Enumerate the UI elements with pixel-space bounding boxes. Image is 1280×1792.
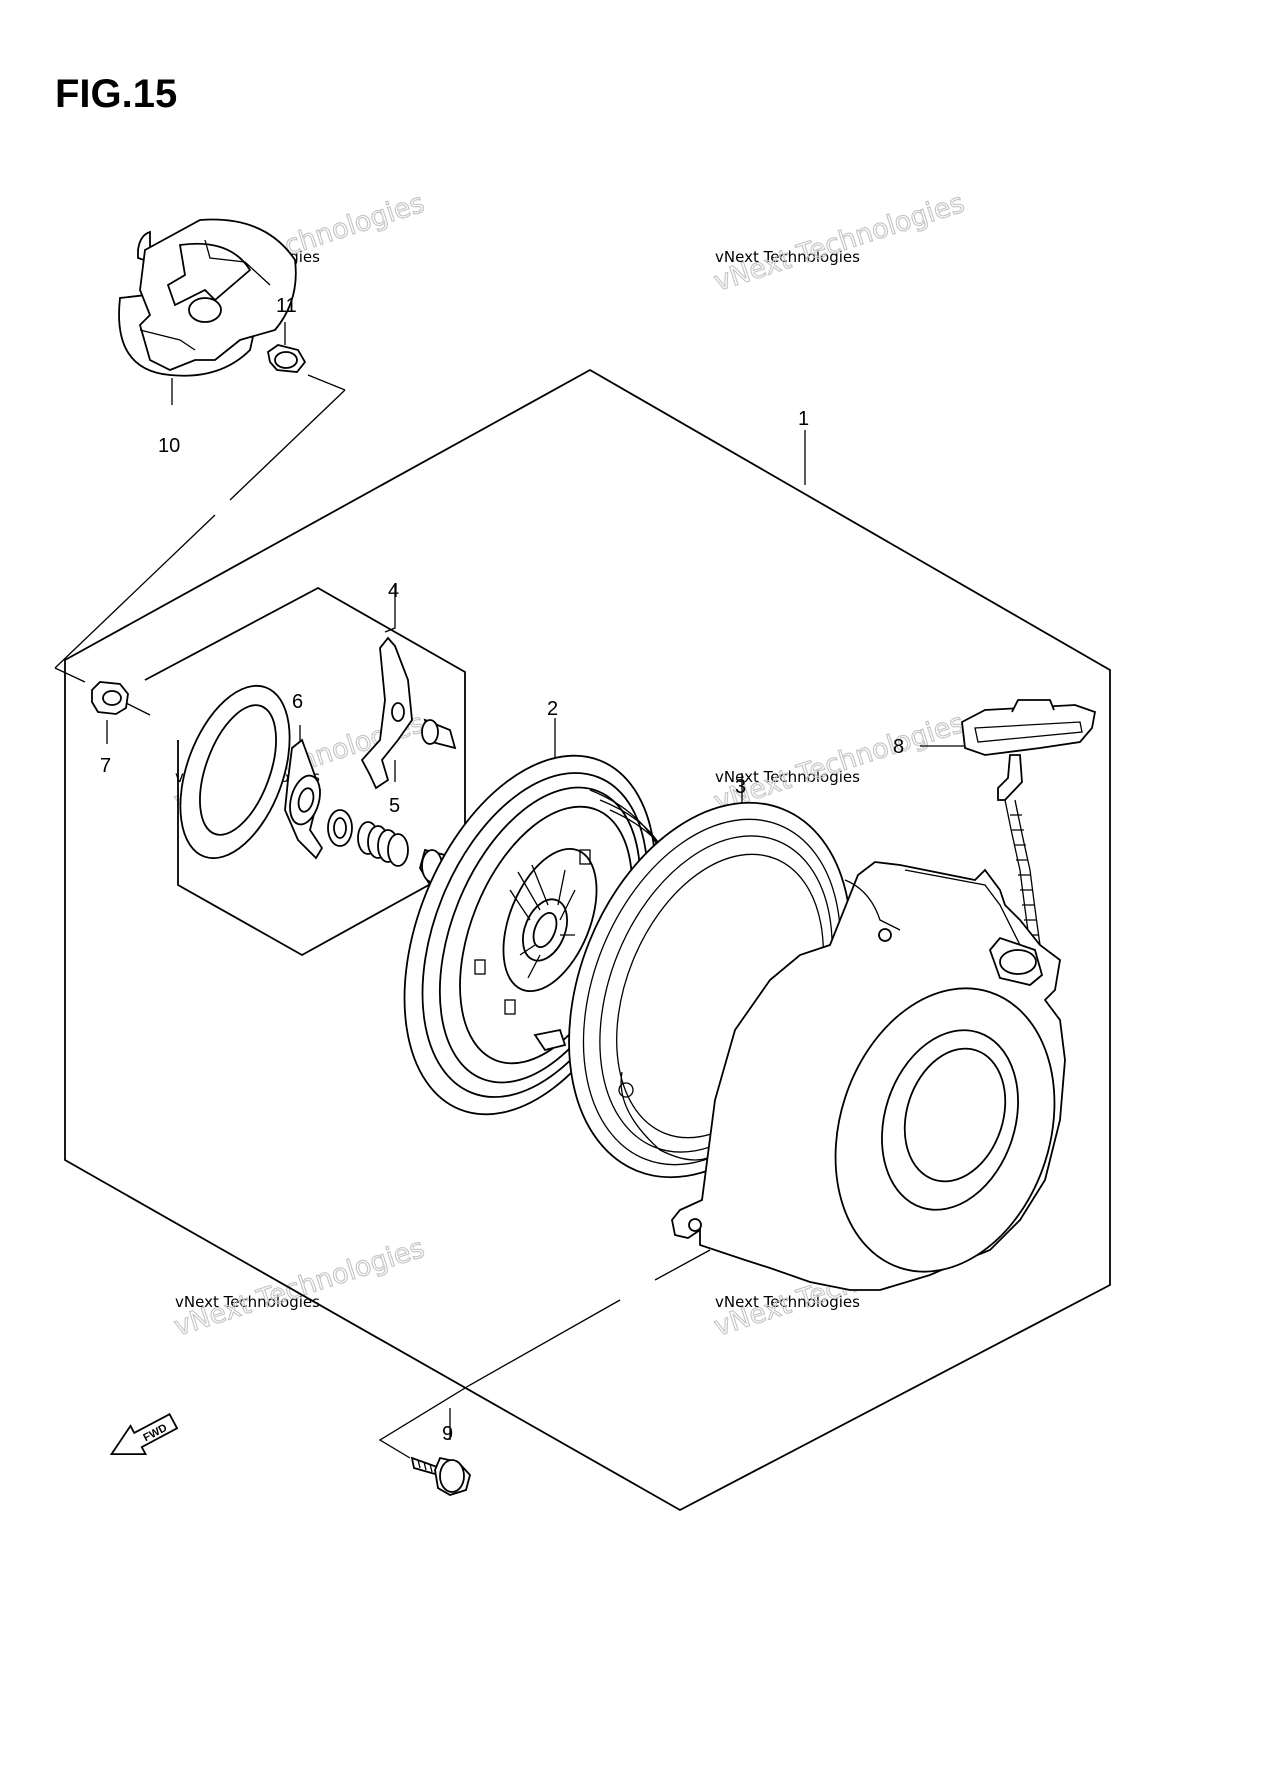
part-starter-housing [671, 861, 1066, 1291]
part-ratchet [284, 738, 324, 860]
callout-9: 9 [442, 1423, 453, 1445]
fwd-arrow-label: FWD [141, 1422, 169, 1444]
assembly-outline-box [64, 368, 1111, 1512]
callout-labels: 1 2 3 4 5 6 7 8 9 10 11 [100, 295, 904, 1445]
part-bolt [410, 1456, 471, 1496]
part-starter-handle [961, 699, 1097, 946]
watermark: vNext Technologies vNext Technologies [710, 187, 969, 298]
watermark: vNext Technologies vNext Technologies [710, 707, 969, 818]
part-washer [179, 684, 291, 860]
callout-1: 1 [798, 408, 809, 430]
part-ratchet-guide [360, 636, 413, 790]
watermark-line2: vNext Technologies [710, 188, 968, 298]
watermark-line1: vNext Technologies [715, 1293, 860, 1311]
callout-7: 7 [100, 755, 111, 777]
watermark-line2: vNext Technologies [170, 1233, 428, 1343]
callout-3: 3 [735, 776, 746, 798]
fwd-direction-arrow: FWD [109, 1412, 179, 1456]
watermark: vNext Technologies vNext Technologies [170, 1232, 429, 1343]
callout-10: 10 [158, 435, 180, 457]
part-spring-pins [327, 809, 452, 887]
part-nut-11 [267, 344, 307, 373]
callout-11: 11 [276, 295, 297, 317]
part-nut-7 [91, 681, 129, 715]
callout-4: 4 [388, 580, 399, 602]
part-reel [403, 754, 671, 1116]
watermark-line2: vNext Technologies [710, 708, 968, 818]
callout-6: 6 [292, 691, 303, 713]
watermark-line1: vNext Technologies [715, 768, 860, 786]
callout-8: 8 [893, 736, 904, 758]
watermark-line1: vNext Technologies [175, 1293, 320, 1311]
part-starter-cup [118, 218, 297, 377]
watermark-line1: vNext Technologies [715, 248, 860, 266]
figure-title: FIG.15 [55, 72, 178, 116]
part-pin-5 [421, 718, 457, 750]
callout-2: 2 [547, 698, 558, 720]
callout-5: 5 [389, 795, 400, 817]
